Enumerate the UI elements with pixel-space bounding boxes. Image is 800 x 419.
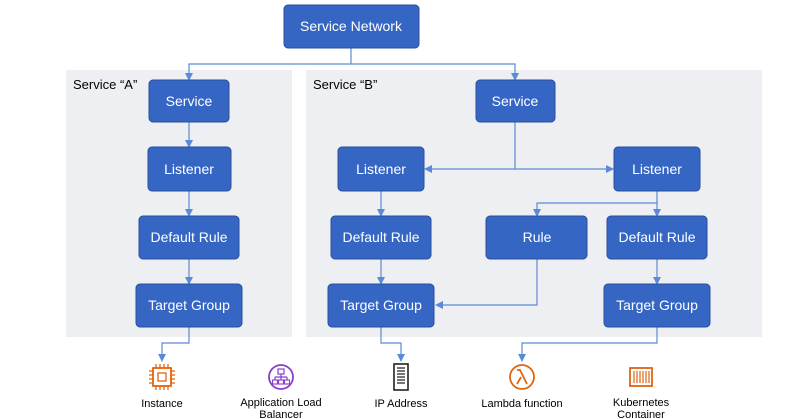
target-group-b2-label: Target Group bbox=[616, 297, 698, 313]
service-a-panel-label: Service “A” bbox=[73, 77, 137, 92]
service-b-label: Service bbox=[492, 93, 539, 109]
rule-b2-node: Rule bbox=[485, 215, 588, 260]
lambda-caption: Lambda function bbox=[481, 398, 562, 410]
edge-network-to-service-b bbox=[351, 63, 519, 81]
instance-caption: Instance bbox=[141, 398, 183, 410]
target-group-a-node: Target Group bbox=[135, 283, 243, 328]
alb-caption-line-2: Balancer bbox=[259, 409, 303, 419]
edge-target-group-b2-to-lambda bbox=[518, 327, 658, 362]
default-rule-b2-node: Default Rule bbox=[606, 215, 708, 260]
application-load-balancer-icon bbox=[268, 364, 294, 390]
alb-caption-line-1: Application Load bbox=[240, 397, 321, 409]
target-group-b2-node: Target Group bbox=[603, 283, 711, 328]
rule-b2-label: Rule bbox=[523, 229, 552, 245]
edge-network-to-service-a bbox=[185, 48, 352, 81]
service-network-label: Service Network bbox=[300, 18, 403, 34]
edge-listener-b2-to-rule-b2 bbox=[533, 191, 658, 217]
listener-b2-label: Listener bbox=[632, 161, 682, 177]
listener-a-node: Listener bbox=[147, 146, 232, 192]
service-network-node: Service Network bbox=[283, 4, 420, 49]
service-a-node: Service bbox=[148, 79, 230, 123]
default-rule-b1-label: Default Rule bbox=[342, 229, 419, 245]
target-captions: Instance Application Load Balancer IP Ad… bbox=[141, 397, 669, 419]
targets bbox=[149, 363, 653, 391]
edges bbox=[158, 48, 661, 362]
kubernetes-caption-line-2: Container bbox=[617, 409, 665, 419]
service-a-label: Service bbox=[166, 93, 213, 109]
target-group-b1-node: Target Group bbox=[327, 283, 435, 328]
target-group-b1-label: Target Group bbox=[340, 297, 422, 313]
lambda-function-icon bbox=[509, 364, 535, 390]
default-rule-a-node: Default Rule bbox=[138, 215, 240, 260]
ec2-instance-icon bbox=[149, 364, 175, 390]
ip-address-caption: IP Address bbox=[375, 398, 428, 410]
service-b-panel-label: Service “B” bbox=[313, 77, 377, 92]
listener-b1-label: Listener bbox=[356, 161, 406, 177]
default-rule-b1-node: Default Rule bbox=[330, 215, 432, 260]
listener-a-label: Listener bbox=[164, 161, 214, 177]
kubernetes-caption-line-1: Kubernetes bbox=[613, 397, 670, 409]
default-rule-a-label: Default Rule bbox=[150, 229, 227, 245]
default-rule-b2-label: Default Rule bbox=[618, 229, 695, 245]
target-group-a-label: Target Group bbox=[148, 297, 230, 313]
edge-rule-b2-to-target-group-b1 bbox=[435, 259, 538, 309]
edge-target-group-b1-to-ip-address bbox=[380, 327, 405, 362]
listener-b1-node: Listener bbox=[337, 146, 425, 192]
listener-b2-node: Listener bbox=[613, 146, 701, 192]
kubernetes-container-icon bbox=[629, 367, 653, 387]
server-icon bbox=[393, 363, 409, 391]
edge-target-group-a-to-instance bbox=[158, 327, 190, 362]
service-b-node: Service bbox=[475, 79, 556, 123]
